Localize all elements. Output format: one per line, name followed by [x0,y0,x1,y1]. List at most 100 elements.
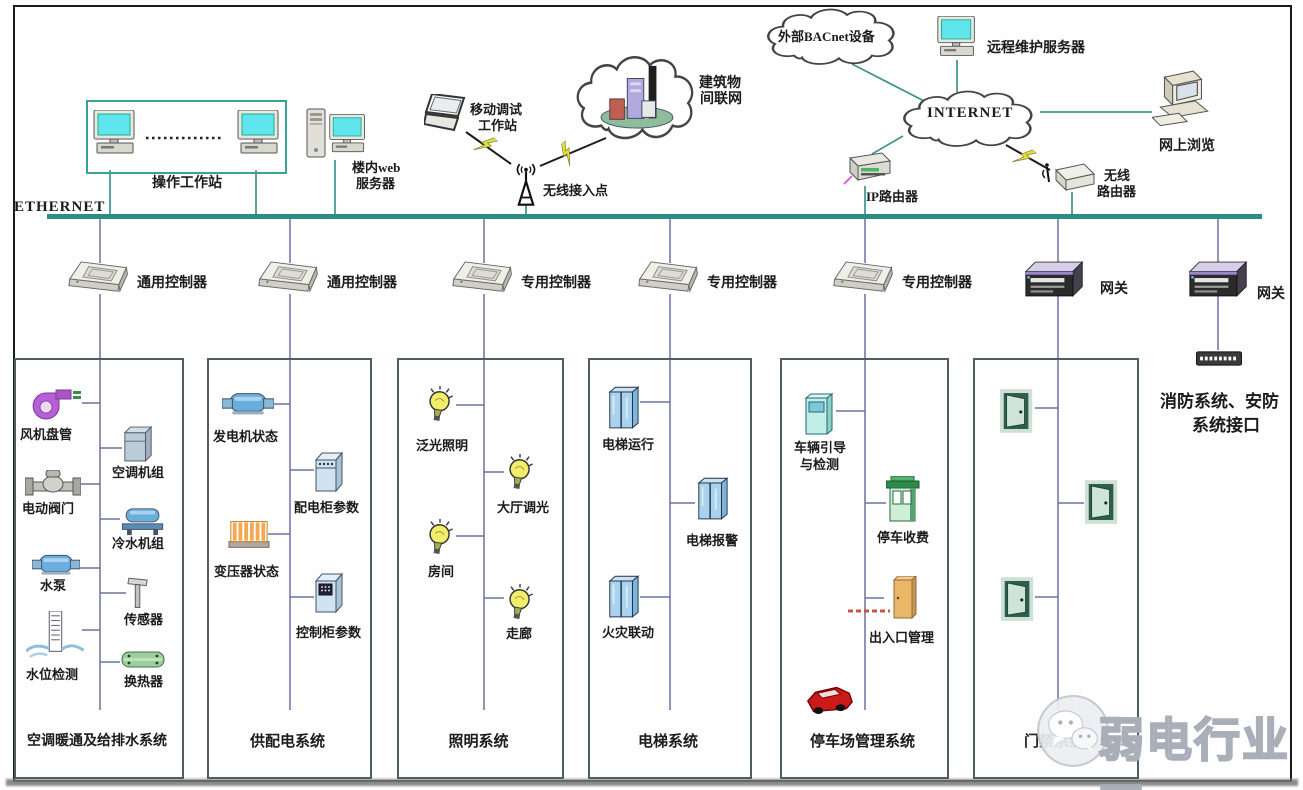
operator-workstations-label: 操作工作站 [152,176,222,191]
ip-router-icon [842,150,892,188]
remote-server-label: 远程维护服务器 [987,41,1085,56]
heat-exchanger-label: 换热器 [124,674,164,689]
water-level-label: 水位检测 [26,667,79,682]
controller-label: 专用控制器 [707,276,777,291]
room-label: 房间 [428,564,455,579]
controller-label: 专用控制器 [902,276,972,291]
system-title: 供配电系统 [249,734,325,750]
system-title: 空调暖通及给排水系统 [27,734,167,749]
dist-cabinet-label: 配电柜参数 [294,500,360,515]
control-cabinet-label: 控制柜参数 [296,625,362,640]
web-server-label-1: 楼内web [352,160,401,175]
operator-pc-icon [236,110,282,160]
corridor-label: 走廊 [506,626,533,641]
building-icon [598,62,676,130]
controller-icon [636,260,704,296]
dist-cabinet-icon [314,450,344,494]
controller-icon [66,260,134,296]
toll-label: 停车收费 [877,530,930,545]
elevator-alarm-label: 电梯报警 [686,533,739,548]
system-box-lighting [397,358,564,779]
web-browsing-label: 网上浏览 [1159,139,1215,154]
fire-security-label-2: 系统接口 [1192,416,1260,435]
gate-label: 出入口管理 [869,630,935,645]
bulb-icon [504,584,536,622]
wireless-ap-label: 无线接入点 [543,183,609,198]
gateway-label: 网关 [1100,282,1128,297]
browse-pc-icon [1152,68,1218,140]
bulb-icon [424,386,456,424]
fan-coil-icon [26,386,82,422]
elevator-run-label: 电梯运行 [602,437,655,452]
vehicle-guide-label-2: 与检测 [800,457,840,472]
sensor-label: 传感器 [124,612,164,627]
vehicle-guide-label-1: 车辆引导 [794,440,847,455]
controller-icon [450,260,518,296]
bulb-icon [504,454,536,492]
web-server-pc-icon [328,114,368,158]
flood-light-label: 泛光照明 [416,438,469,453]
pump-icon [32,552,80,578]
remote-server-icon [936,16,978,62]
mobile-debug-label-2: 工作站 [478,118,518,133]
controller-icon [256,260,324,296]
system-box-hvac [14,358,184,779]
fire-security-label-1: 消防系统、安防 [1160,392,1279,411]
operator-workstation-box [86,100,287,174]
bacnet-cloud-label: 外部BACnet设备 [778,29,875,44]
system-title: 停车场管理系统 [809,734,915,750]
controller-label: 专用控制器 [521,276,591,291]
controller-label: 通用控制器 [137,276,207,291]
door-icon [1000,574,1036,624]
fan-coil-label: 风机盘管 [20,427,73,442]
mobile-debug-label-1: 移动调试 [470,102,523,117]
gateway-icon [1188,260,1250,298]
web-server-tower-icon [306,108,326,158]
gate-cabinet-icon [888,576,918,622]
water-level-icon [26,611,84,659]
ethernet-label: ETHERNET [14,199,106,215]
chiller-icon [120,506,166,536]
transformer-icon [228,518,270,550]
web-server-label-2: 服务器 [356,176,396,191]
chiller-label: 冷水机组 [112,536,165,551]
bulb-icon [424,519,456,557]
gateway-icon [1024,260,1086,298]
elevator-icon [606,575,640,621]
ethernet-bus [47,214,1262,219]
ahu-icon [122,424,154,464]
system-box-elevator [588,358,752,779]
bottom-shadow-strip [6,779,1298,786]
laptop-icon [424,94,474,134]
wireless-ap-icon [508,160,544,208]
terminal-strip-icon [1196,350,1242,367]
building-cloud-label-1: 建筑物 [699,76,741,91]
system-box-access [973,358,1139,779]
valve-label: 电动阀门 [22,501,75,516]
guide-panel-icon [802,392,836,438]
wireless-router-label-2: 路由器 [1097,184,1137,199]
ip-router-label: IP路由器 [866,189,919,204]
control-cabinet-icon [314,571,344,615]
transformer-label: 变压器状态 [214,564,280,579]
controller-label: 通用控制器 [327,276,397,291]
elevator-icon [606,386,640,432]
system-box-parking [780,358,949,779]
heat-exchanger-icon [120,650,166,670]
hall-dimming-label: 大厅调光 [497,500,550,515]
controller-icon [831,260,899,296]
system-title: 照明系统 [448,734,509,750]
gateway-label: 网关 [1257,287,1285,302]
system-title: 电梯系统 [637,734,698,750]
pump-label: 水泵 [40,578,67,593]
operator-pc-icon [92,110,138,160]
wireless-router-icon [1040,156,1096,196]
elevator-icon [695,477,729,523]
fire-linkage-label: 火灾联动 [602,625,655,640]
wireless-router-label-1: 无线 [1104,168,1131,183]
generator-icon [222,390,274,418]
building-cloud-label-2: 间联网 [700,92,742,107]
toll-booth-icon [886,476,920,526]
